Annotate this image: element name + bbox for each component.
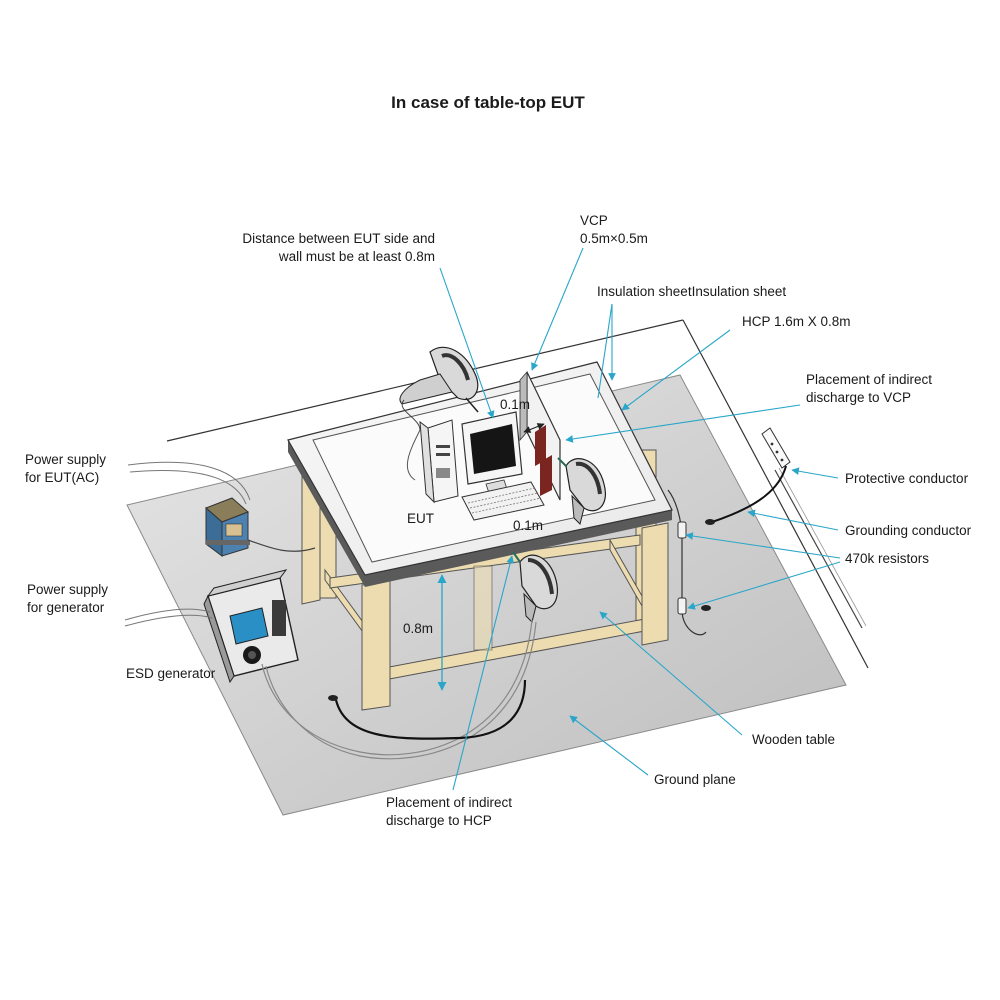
label-vcp: VCP 0.5m×0.5m [580, 212, 648, 248]
label-hcp: HCP 1.6m X 0.8m [742, 314, 851, 329]
esd-gun-right [557, 457, 606, 525]
cable-power-generator [124, 608, 211, 621]
label-power-eut-line1: Power supply [25, 452, 107, 467]
resistor-upper [677, 521, 687, 539]
label-power-gen-line2: for generator [27, 600, 105, 615]
label-dim-height: 0.8m [403, 621, 434, 636]
label-esd-generator: ESD generator [126, 666, 216, 681]
cable-ground-return [334, 679, 527, 740]
label-distance: Distance between EUT side and wall must … [185, 230, 435, 266]
cable-generator-gun [261, 619, 533, 756]
label-indirect-vcp: Placement of indirect discharge to VCP [806, 371, 932, 407]
label-protective-conductor: Protective conductor [845, 471, 969, 486]
table-leg-front-right [641, 522, 669, 646]
table-top-side [288, 440, 672, 587]
wall-line-right [682, 319, 869, 669]
label-vcp-line2: 0.5m×0.5m [580, 231, 648, 246]
dim-arrow-upper [523, 423, 545, 433]
cable-power-eut [127, 461, 251, 501]
label-insulation-sheet: Insulation sheetInsulation sheet [597, 284, 787, 299]
leader-lines [439, 247, 841, 791]
label-eut: EUT [407, 511, 434, 526]
keyboard [461, 481, 545, 521]
label-indirect-hcp-line2: discharge to HCP [386, 813, 492, 828]
esd-generator-device [203, 569, 299, 684]
label-indirect-vcp-line1: Placement of indirect [806, 372, 933, 387]
label-dim-upper: 0.1m [500, 397, 531, 412]
grounding-cable [711, 465, 787, 523]
esd-gun-bottom [512, 551, 558, 623]
table-leg-front-left [361, 579, 391, 711]
label-distance-line2: wall must be at least 0.8m [278, 249, 435, 264]
label-distance-line1: Distance between EUT side and [242, 231, 435, 246]
protective-rod [774, 469, 863, 629]
label-ground-plane: Ground plane [654, 772, 736, 787]
label-resistors: 470k resistors [845, 551, 930, 566]
label-power-eut-line2: for EUT(AC) [25, 470, 100, 485]
label-power-generator: Power supply for generator [27, 581, 108, 617]
cable-transformer-table [247, 539, 316, 552]
label-power-gen-line1: Power supply [27, 582, 109, 597]
transformer [205, 497, 250, 557]
diagram-title: In case of table-top EUT [391, 93, 585, 112]
label-indirect-hcp: Placement of indirect discharge to HCP [386, 794, 512, 830]
resistor-lower [677, 597, 687, 615]
label-indirect-vcp-line2: discharge to VCP [806, 390, 912, 405]
cable-gun-top [406, 429, 421, 481]
label-dim-lower: 0.1m [513, 518, 544, 533]
label-indirect-hcp-line1: Placement of indirect [386, 795, 513, 810]
pc-tower [419, 419, 459, 504]
label-wooden-table: Wooden table [752, 732, 836, 747]
esd-gun-top [399, 346, 479, 431]
label-vcp-line1: VCP [580, 213, 608, 228]
vcp-plane [519, 370, 561, 501]
monitor [461, 411, 523, 497]
label-power-eut: Power supply for EUT(AC) [25, 451, 106, 487]
label-grounding-conductor: Grounding conductor [845, 523, 972, 538]
power-strip [761, 427, 791, 469]
resistor-cable [667, 489, 707, 636]
